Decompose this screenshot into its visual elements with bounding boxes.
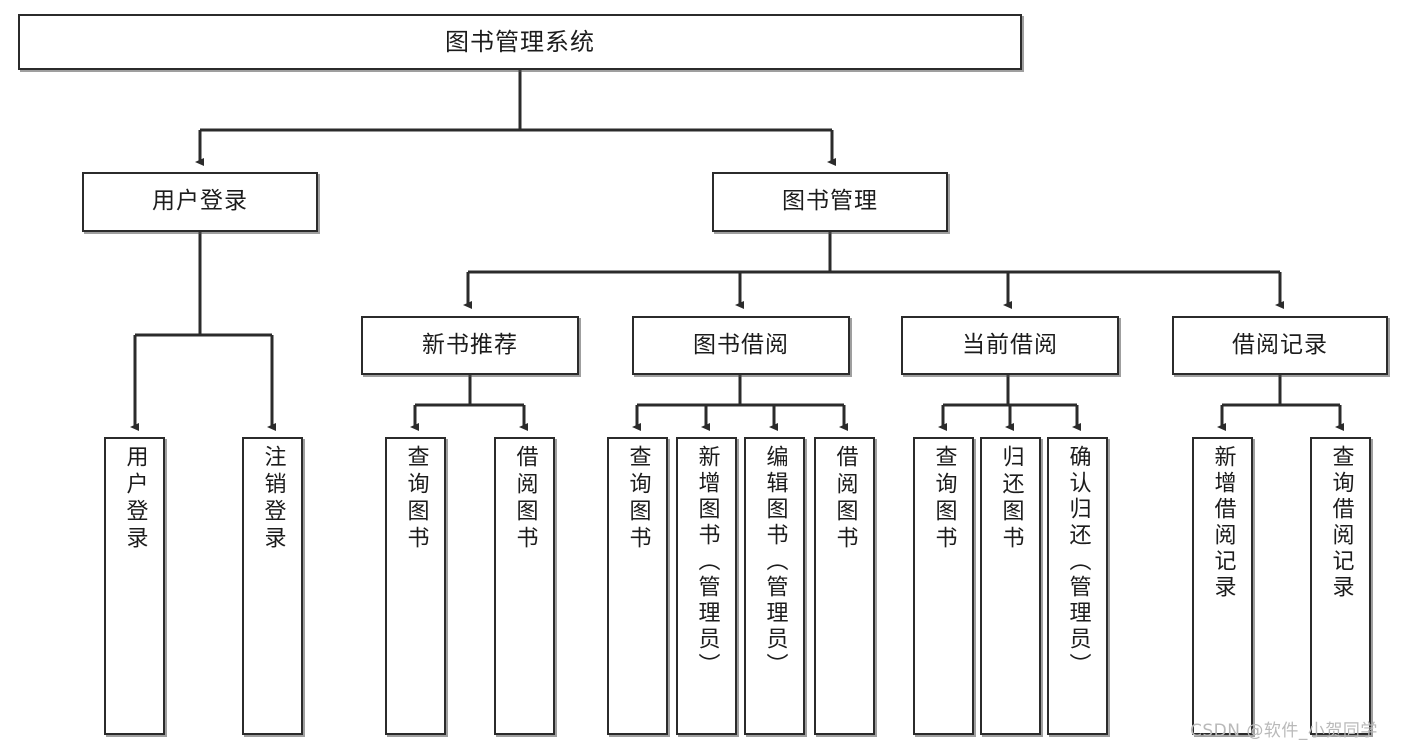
node-label: 图书管理系统: [445, 27, 595, 56]
node-label: 查询图书: [625, 445, 651, 553]
leaf-book-borrow-borrow[interactable]: 借阅图书: [814, 437, 875, 735]
node-book-borrow[interactable]: 图书借阅: [632, 316, 850, 375]
node-label: 查询借阅记录: [1328, 445, 1354, 601]
node-label: 新增借阅记录: [1210, 445, 1236, 601]
node-label: 新增图书（管理员）: [694, 445, 720, 679]
node-label: 查询图书: [931, 445, 957, 553]
leaf-current-borrow-query[interactable]: 查询图书: [913, 437, 974, 735]
leaf-book-borrow-add-admin[interactable]: 新增图书（管理员）: [676, 437, 737, 735]
node-label: 注销登录: [260, 445, 286, 553]
node-new-book-recommend[interactable]: 新书推荐: [361, 316, 579, 375]
leaf-new-book-borrow[interactable]: 借阅图书: [494, 437, 555, 735]
leaf-current-borrow-confirm-admin[interactable]: 确认归还（管理员）: [1047, 437, 1108, 735]
leaf-current-borrow-return[interactable]: 归还图书: [980, 437, 1041, 735]
node-root-library-system[interactable]: 图书管理系统: [18, 14, 1022, 70]
node-label: 借阅图书: [512, 445, 538, 553]
node-label: 用户登录: [152, 188, 248, 215]
node-label: 当前借阅: [962, 331, 1058, 358]
node-label: 确认归还（管理员）: [1065, 445, 1091, 679]
node-label: 查询图书: [403, 445, 429, 553]
node-current-borrow[interactable]: 当前借阅: [901, 316, 1119, 375]
node-label: 借阅图书: [832, 445, 858, 553]
watermark-text: CSDN @软件_小贺同学: [1190, 721, 1378, 741]
leaf-book-borrow-query[interactable]: 查询图书: [607, 437, 668, 735]
leaf-book-borrow-edit-admin[interactable]: 编辑图书（管理员）: [744, 437, 805, 735]
leaf-user-login-signout[interactable]: 注销登录: [242, 437, 303, 735]
node-label: 用户登录: [122, 445, 148, 553]
leaf-new-book-query[interactable]: 查询图书: [385, 437, 446, 735]
node-label: 编辑图书（管理员）: [762, 445, 788, 679]
leaf-borrow-record-add[interactable]: 新增借阅记录: [1192, 437, 1253, 735]
node-borrow-record[interactable]: 借阅记录: [1172, 316, 1388, 375]
leaf-borrow-record-query[interactable]: 查询借阅记录: [1310, 437, 1371, 735]
node-book-management[interactable]: 图书管理: [712, 172, 948, 232]
node-label: 归还图书: [998, 445, 1024, 553]
node-label: 新书推荐: [422, 331, 518, 358]
leaf-user-login-signin[interactable]: 用户登录: [104, 437, 165, 735]
node-label: 借阅记录: [1232, 331, 1328, 358]
node-label: 图书借阅: [693, 331, 789, 358]
node-user-login[interactable]: 用户登录: [82, 172, 318, 232]
node-label: 图书管理: [782, 188, 878, 215]
